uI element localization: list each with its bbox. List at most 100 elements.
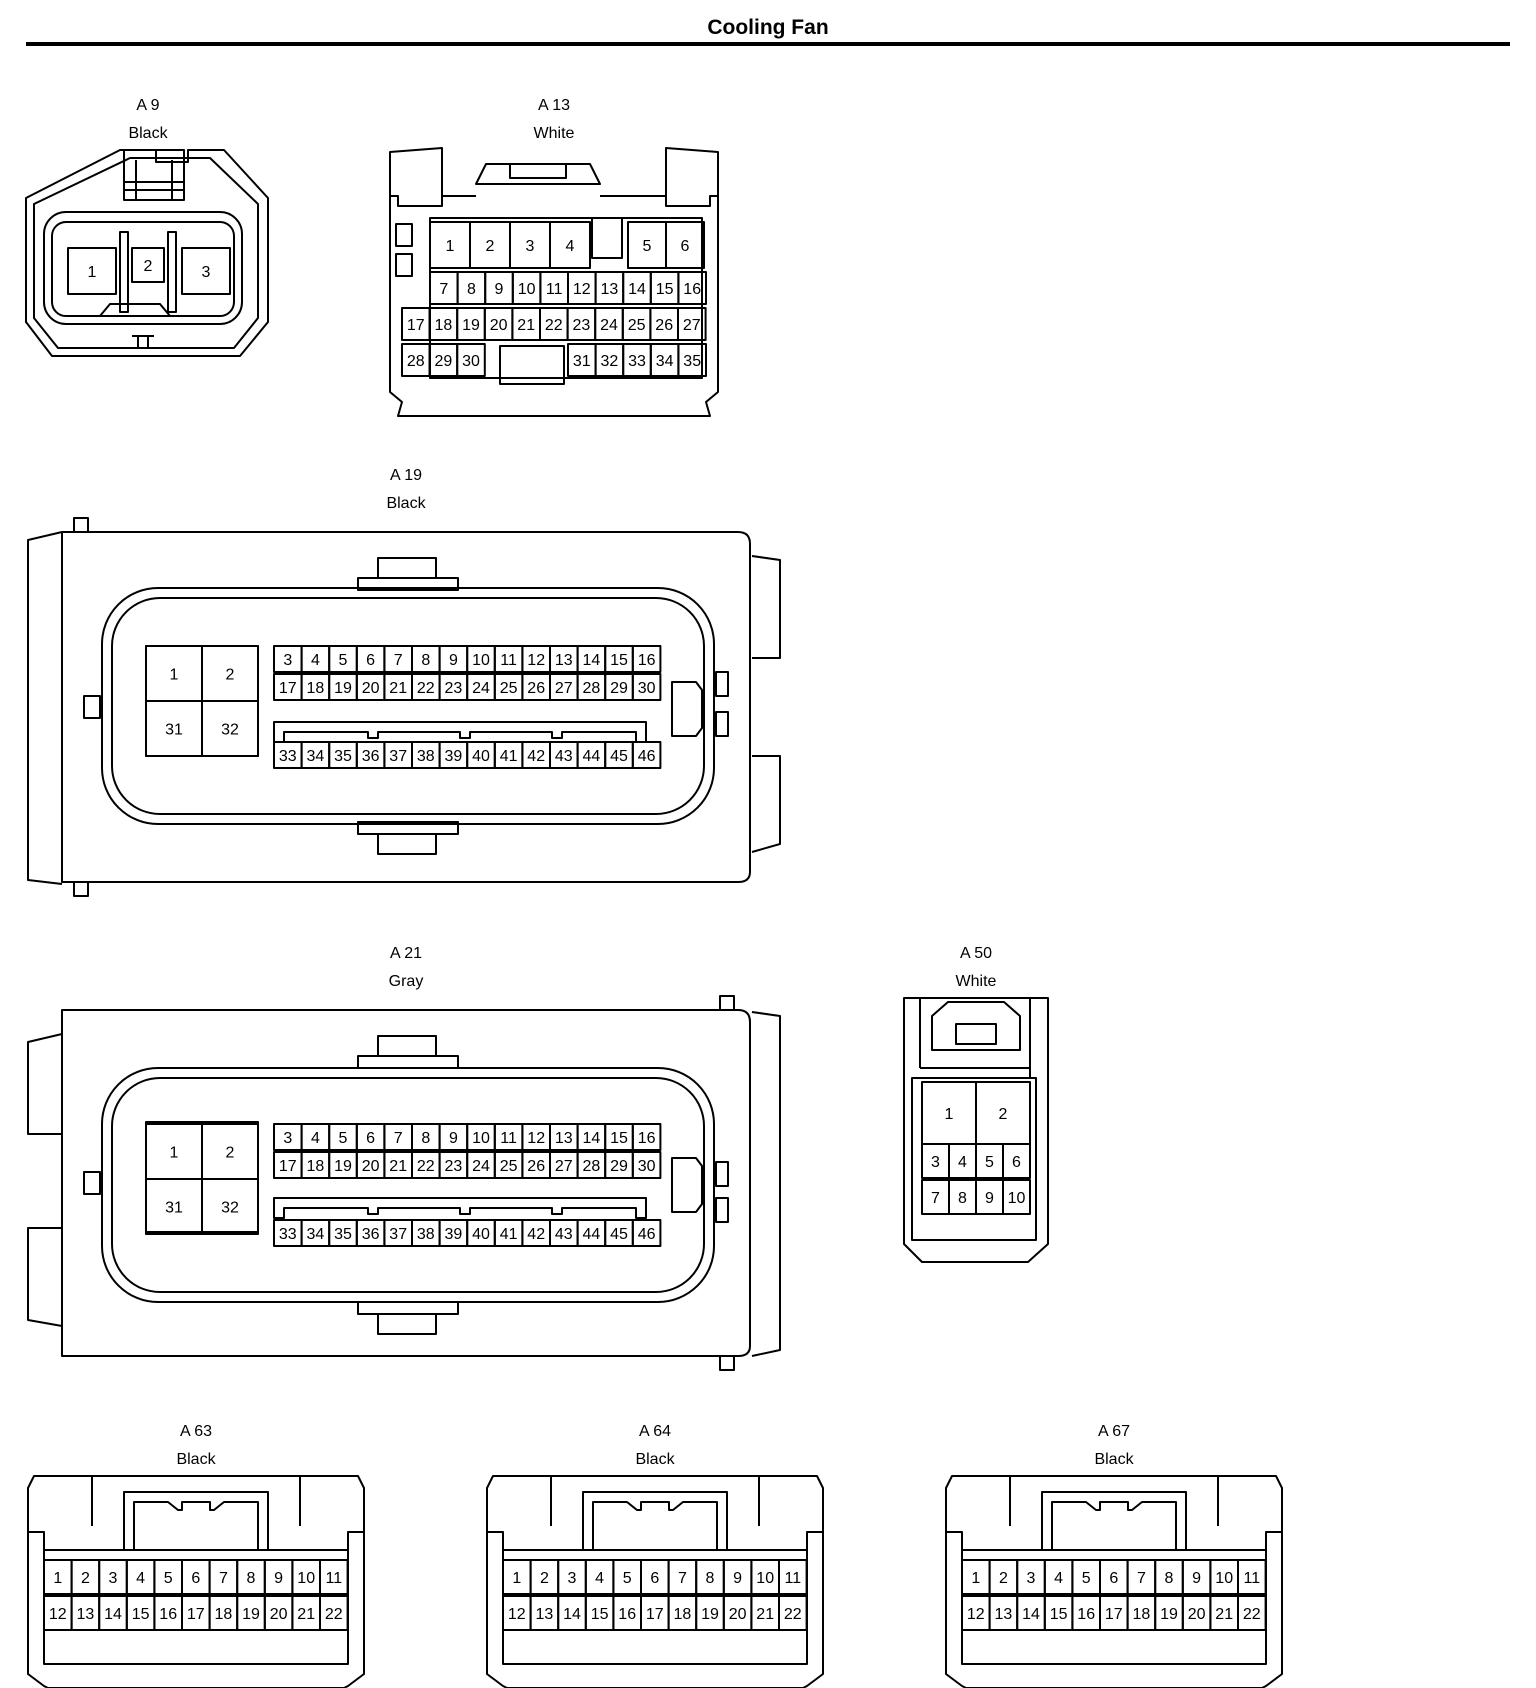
pin-cell — [631, 1219, 662, 1247]
pin-number: 4 — [595, 1570, 604, 1587]
pin-number: 38 — [417, 748, 435, 765]
pin-a67: 10 — [1209, 1559, 1240, 1595]
pin-a19: 33 — [273, 741, 303, 769]
pin-number: 19 — [334, 680, 352, 697]
pin-number: 2 — [540, 1570, 549, 1587]
pin-number: 5 — [623, 1570, 632, 1587]
connector-a67-label: A 67 Black — [1064, 1422, 1164, 1478]
connector-color: Gray — [388, 973, 424, 990]
pin-number: 8 — [467, 281, 476, 298]
pin-a50: 4 — [948, 1143, 977, 1179]
pin-a21: 4 — [300, 1123, 331, 1151]
pin-a21: 43 — [549, 1219, 579, 1247]
pin-number: 12 — [49, 1606, 67, 1623]
pin-number: 27 — [555, 680, 573, 697]
pin-number: 12 — [527, 652, 545, 669]
pin-number: 2 — [81, 1570, 90, 1587]
pin-number: 43 — [555, 748, 573, 765]
pin-number: 11 — [1243, 1570, 1260, 1587]
pin-a21: 14 — [576, 1123, 607, 1151]
pin-a64: 16 — [612, 1595, 643, 1631]
pin-a19: 39 — [438, 741, 469, 769]
pin-a13: 21 — [511, 307, 542, 341]
pin-number: 34 — [307, 748, 325, 765]
pin-a19: 13 — [549, 645, 579, 673]
pin-a50: 3 — [921, 1143, 950, 1179]
pin-number: 28 — [583, 680, 601, 697]
pin-a21: 40 — [466, 1219, 496, 1247]
pin-number: 7 — [1137, 1570, 1146, 1587]
pin-number: 10 — [1215, 1570, 1233, 1587]
pin-number: 5 — [339, 652, 348, 669]
pin-number: 46 — [638, 1226, 656, 1243]
pin-number: 30 — [638, 1158, 656, 1175]
pin-cell — [778, 1559, 808, 1595]
pin-a13: 25 — [621, 307, 652, 341]
pin-number: 20 — [1188, 1606, 1206, 1623]
pin-number: 34 — [656, 353, 674, 370]
pin-a64: 12 — [502, 1595, 532, 1631]
pin-a63: 17 — [181, 1595, 211, 1631]
pin-number: 15 — [1050, 1606, 1068, 1623]
pin-a13: 30 — [456, 343, 486, 377]
pin-a13: 27 — [677, 307, 707, 341]
pin-a21: 20 — [355, 1151, 386, 1179]
pin-number: 20 — [362, 1158, 380, 1175]
pin-a13: 4 — [549, 221, 591, 269]
pin-a9: 2 — [131, 247, 165, 283]
pin-a63: 3 — [98, 1559, 128, 1595]
pin-a21: 32 — [201, 1178, 259, 1235]
pin-a63: 19 — [236, 1595, 266, 1631]
pin-number: 26 — [655, 317, 673, 334]
pin-cell — [1237, 1559, 1267, 1595]
pin-number: 21 — [1215, 1606, 1233, 1623]
pin-cell — [549, 221, 591, 269]
pin-number: 37 — [389, 748, 407, 765]
pin-number: 15 — [132, 1606, 150, 1623]
pin-number: 32 — [221, 1200, 239, 1217]
pin-number: 14 — [104, 1606, 122, 1623]
pin-cell — [319, 1559, 349, 1595]
pin-a13: 3 — [509, 221, 551, 269]
pin-a67: 18 — [1126, 1595, 1157, 1631]
pin-number: 43 — [555, 1226, 573, 1243]
page-title: Cooling Fan — [707, 16, 829, 39]
pin-number: 44 — [583, 748, 601, 765]
pin-a19: 25 — [493, 673, 524, 701]
pin-number: 19 — [462, 317, 480, 334]
pin-a50: 7 — [921, 1179, 950, 1215]
pin-number: 35 — [683, 353, 701, 370]
pin-a13: 22 — [539, 307, 569, 341]
pin-a67: 13 — [988, 1595, 1019, 1631]
connector-a67-housing — [945, 1475, 1283, 1688]
pin-a50: 5 — [975, 1143, 1004, 1179]
pin-a64: 20 — [722, 1595, 753, 1631]
pin-cell — [631, 1123, 662, 1151]
pin-a63: 1 — [43, 1559, 73, 1595]
pin-cell — [677, 271, 708, 305]
pin-a21: 37 — [383, 1219, 413, 1247]
pin-a19: 26 — [521, 673, 552, 701]
connector-id: A 9 — [136, 97, 160, 114]
pin-cell — [778, 1595, 808, 1631]
pin-number: 13 — [555, 1130, 573, 1147]
connector-small-housings — [27, 1475, 1283, 1688]
pin-cell — [201, 1178, 259, 1235]
pin-number: 5 — [1082, 1570, 1091, 1587]
pin-number: 2 — [226, 1145, 235, 1162]
pin-number: 8 — [706, 1570, 715, 1587]
pin-number: 13 — [601, 281, 619, 298]
pin-number: 17 — [187, 1606, 205, 1623]
pin-a21: 46 — [631, 1219, 662, 1247]
pin-a21: 12 — [521, 1123, 552, 1151]
pin-a19: 43 — [549, 741, 579, 769]
pin-cell — [1002, 1143, 1031, 1179]
pin-number: 17 — [279, 680, 297, 697]
pin-number: 9 — [274, 1570, 283, 1587]
pin-a13: 35 — [677, 343, 708, 377]
pin-number: 34 — [307, 1226, 325, 1243]
pin-number: 15 — [591, 1606, 609, 1623]
